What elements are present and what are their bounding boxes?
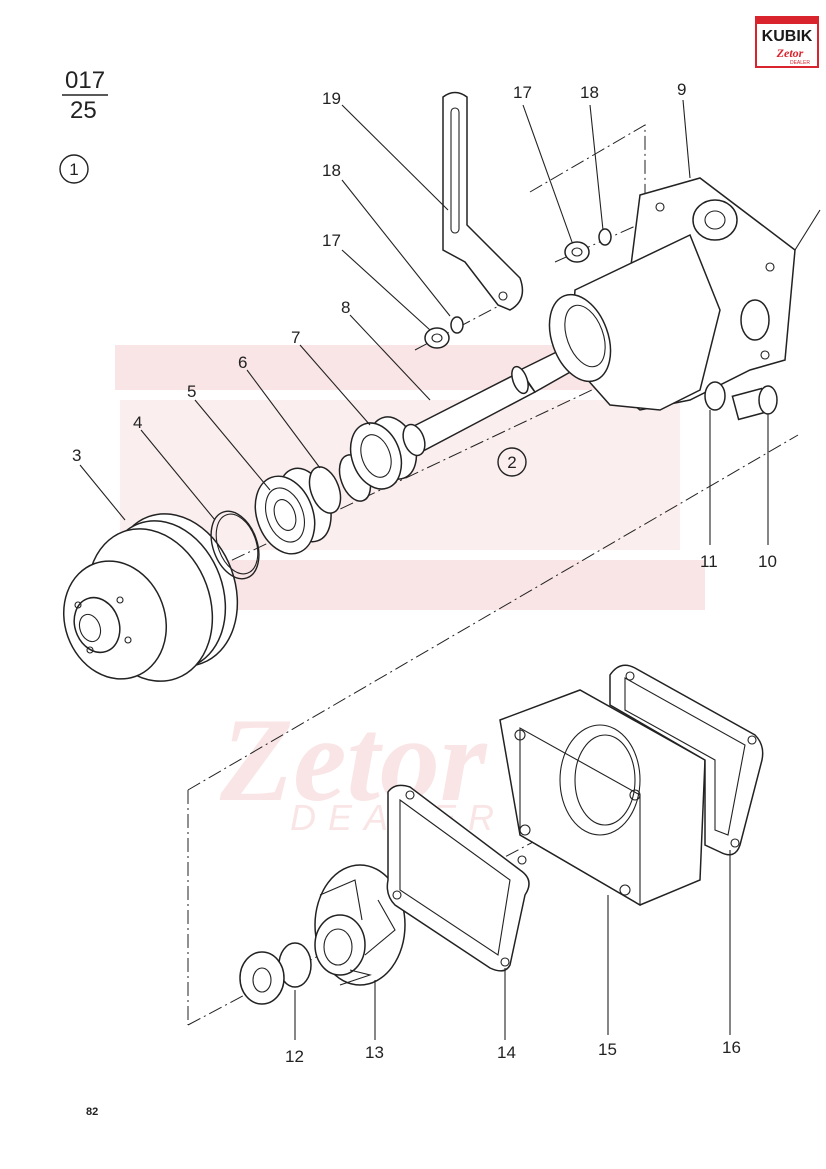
part-10-plug — [731, 385, 778, 421]
page-number: 82 — [86, 1106, 98, 1118]
subgroup-marker-label: 2 — [507, 453, 516, 472]
part-16-gasket — [609, 664, 764, 856]
callout-16: 16 — [722, 1038, 741, 1057]
callout-12: 12 — [285, 1047, 304, 1066]
part-13-impeller — [314, 864, 406, 986]
callout-11: 11 — [700, 552, 718, 571]
part-15-adapter — [499, 689, 706, 906]
callout-8: 8 — [341, 298, 350, 317]
callout-4: 4 — [133, 413, 142, 432]
kubik-logo: KUBIK Zetor DEALER — [755, 16, 819, 68]
logo-red-bar — [757, 18, 817, 24]
part-3-pulley — [62, 513, 239, 682]
group-marker-1: 1 — [59, 154, 89, 184]
callout-5: 5 — [187, 382, 196, 401]
logo-sub: Zetor — [776, 46, 804, 60]
catalog-code-bottom: 25 — [70, 97, 97, 124]
callout-17-lower: 17 — [322, 231, 341, 250]
part-19-bracket — [442, 91, 524, 311]
leader-lines — [79, 99, 769, 1040]
part-18-washer-upper — [598, 228, 612, 246]
part-4-circlip — [210, 510, 260, 580]
callout-6: 6 — [238, 353, 247, 372]
logo-brand: KUBIK — [762, 28, 813, 45]
callout-18-lower: 18 — [322, 161, 341, 180]
callout-13: 13 — [365, 1043, 384, 1062]
part-12-seal — [239, 942, 312, 1005]
callout-15: 15 — [598, 1040, 617, 1059]
bracket-mount-line — [529, 124, 646, 225]
group-marker-label: 1 — [69, 160, 78, 179]
callout-3: 3 — [72, 446, 81, 465]
part-14-gasket — [386, 784, 530, 972]
part-17-nut-upper — [564, 241, 590, 263]
part-18-washer-lower — [450, 316, 464, 334]
callout-7: 7 — [291, 328, 300, 347]
callout-19: 19 — [322, 89, 341, 108]
callout-10: 10 — [758, 552, 777, 571]
callout-14: 14 — [497, 1043, 516, 1062]
assembly-diagonal — [187, 434, 799, 791]
catalog-code-top: 017 — [65, 67, 105, 94]
group-marker-2: 2 — [497, 447, 527, 477]
logo-tag: DEALER — [790, 60, 810, 66]
part-9-housing — [548, 177, 821, 411]
part-17-nut-lower — [424, 327, 450, 349]
callout-17-upper: 17 — [513, 83, 532, 102]
watermark-text: Zetor — [219, 693, 488, 826]
logo-background — [755, 16, 819, 68]
part-11-seal-ring — [704, 381, 726, 411]
callout-18-upper: 18 — [580, 83, 599, 102]
callout-9: 9 — [677, 80, 686, 99]
callout-labels: 19 18 17 8 7 6 5 4 3 17 18 9 11 10 12 13… — [72, 80, 777, 1066]
